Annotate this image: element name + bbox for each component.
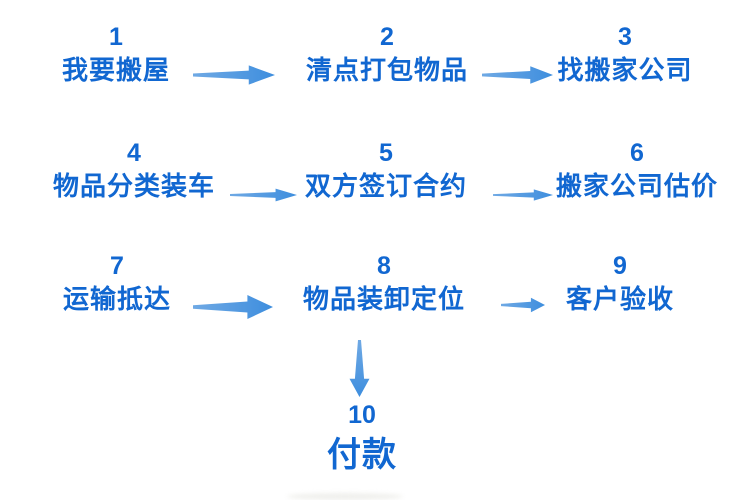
arrow-right-icon (193, 295, 273, 319)
step-7-label: 运输抵达 (62, 284, 172, 314)
arrow-right-icon (493, 189, 553, 201)
step-1-label: 我要搬屋 (61, 55, 171, 85)
step-2: 2 清点打包物品 (306, 22, 468, 86)
step-1-number: 1 (109, 23, 123, 51)
step-7-number: 7 (110, 252, 124, 280)
step-9: 9 客户验收 (566, 251, 674, 315)
step-8-number: 8 (377, 252, 391, 280)
arrow-right-icon (193, 65, 275, 85)
arrow-right-icon (230, 188, 297, 202)
step-6-label: 搬家公司估价 (555, 171, 719, 201)
step-7: 7 运输抵达 (63, 251, 171, 315)
step-1: 1 我要搬屋 (62, 22, 170, 86)
step-4: 4 物品分类装车 (53, 138, 215, 202)
step-3-label: 找搬家公司 (557, 55, 693, 85)
bottom-cutoff-artifact (287, 493, 403, 500)
step-9-number: 9 (613, 252, 627, 280)
step-4-label: 物品分类装车 (52, 171, 216, 201)
step-9-label: 客户验收 (565, 284, 675, 314)
step-4-number: 4 (127, 139, 141, 167)
step-10-number: 10 (348, 401, 376, 429)
step-8: 8 物品装卸定位 (303, 251, 465, 315)
step-2-number: 2 (380, 23, 394, 51)
arrow-right-icon (501, 297, 545, 313)
arrow-down-icon (349, 340, 370, 397)
step-6: 6 搬家公司估价 (556, 138, 718, 202)
step-5: 5 双方签订合约 (305, 138, 467, 202)
step-8-label: 物品装卸定位 (302, 284, 466, 314)
step-2-label: 清点打包物品 (305, 55, 469, 85)
step-3-number: 3 (618, 23, 632, 51)
step-10: 10 付款 (327, 400, 397, 476)
arrow-right-icon (482, 66, 553, 84)
step-5-number: 5 (379, 139, 393, 167)
step-3: 3 找搬家公司 (557, 22, 692, 86)
step-10-label: 付款 (327, 436, 397, 474)
step-5-label: 双方签订合约 (304, 171, 468, 201)
step-6-number: 6 (630, 139, 644, 167)
